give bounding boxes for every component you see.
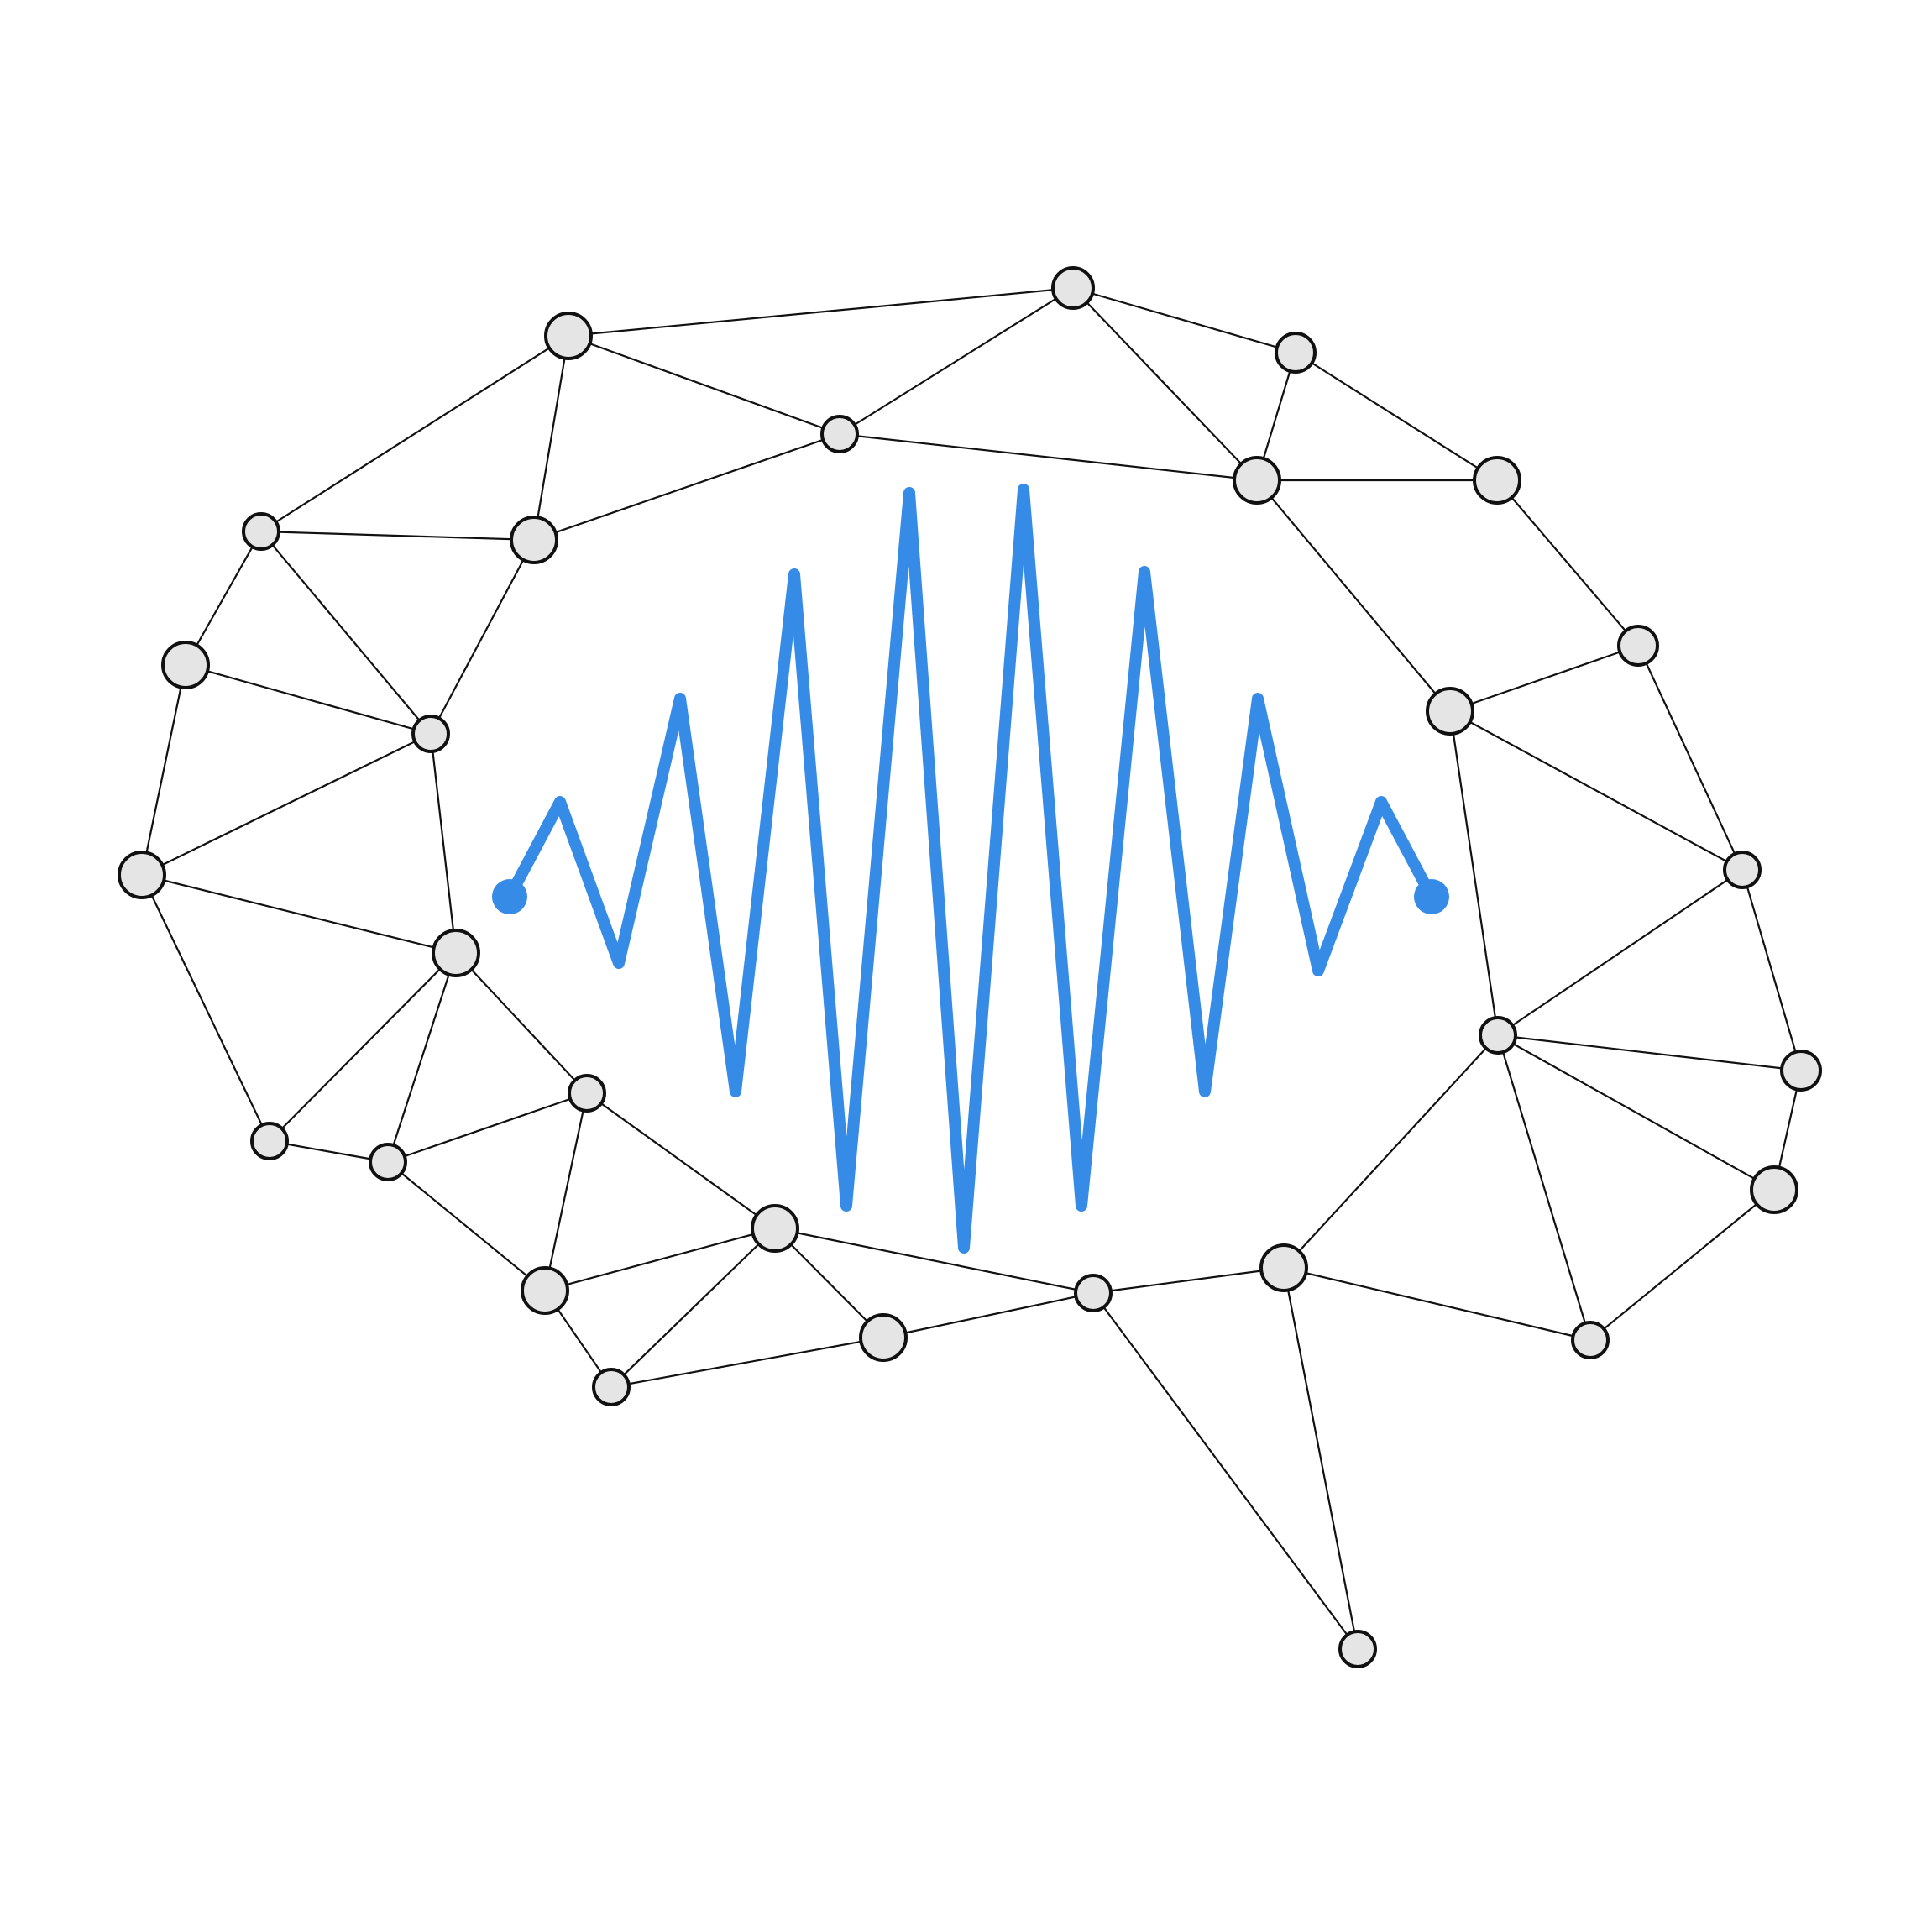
network-edge	[185, 663, 432, 736]
network-node	[859, 1313, 908, 1362]
network-node	[369, 1143, 407, 1181]
network-edge	[839, 432, 1258, 482]
network-edge	[1295, 352, 1498, 481]
pulse-waveform	[492, 484, 1449, 1254]
network-edge	[1283, 1266, 1591, 1342]
network-edge	[387, 1092, 588, 1164]
network-edge	[568, 334, 840, 436]
network-edge	[544, 1227, 776, 1292]
network-edge	[260, 531, 432, 735]
network-edge	[260, 530, 535, 542]
network-node	[592, 1368, 631, 1406]
network-node	[242, 512, 280, 551]
network-edge	[430, 539, 535, 735]
network-edge	[1496, 1034, 1592, 1341]
network-node	[1571, 1321, 1610, 1359]
network-edge	[1741, 869, 1803, 1071]
network-edge	[455, 952, 588, 1094]
network-edge	[1072, 287, 1258, 481]
network-node	[1259, 1243, 1308, 1292]
network-edge	[774, 1228, 884, 1338]
network-nodes	[118, 266, 1822, 1668]
network-node	[118, 851, 166, 899]
network-edge	[269, 1139, 389, 1164]
network-node	[510, 516, 558, 564]
network-node	[1780, 1050, 1822, 1092]
network-node	[411, 715, 450, 753]
network-node	[250, 1122, 289, 1160]
network-edge	[1283, 1034, 1499, 1269]
network-edge	[141, 874, 270, 1142]
network-edge	[543, 1092, 589, 1291]
network-node	[1723, 851, 1762, 889]
network-node	[1233, 456, 1281, 505]
network-edge	[1589, 1189, 1775, 1341]
network-edge	[882, 1291, 1094, 1339]
network-edge	[532, 335, 570, 541]
network-node	[161, 641, 210, 689]
network-edge	[387, 1161, 546, 1291]
network-edge	[1637, 645, 1743, 871]
network-edge	[269, 952, 457, 1142]
pulse-end-dot	[1414, 879, 1449, 914]
network-node	[432, 929, 480, 977]
network-edge	[1256, 479, 1451, 712]
network-edge	[260, 335, 569, 532]
network-edge	[1449, 644, 1639, 713]
network-edge	[774, 1227, 1094, 1295]
network-edge	[140, 664, 187, 876]
network-node	[1426, 687, 1474, 736]
network-edge	[610, 1228, 776, 1388]
network-node	[1051, 266, 1095, 310]
network-node	[1750, 1165, 1798, 1214]
pulse-start-dot	[492, 879, 527, 914]
network-node	[544, 312, 593, 360]
network-node	[1479, 1016, 1517, 1055]
network-edge	[141, 733, 432, 876]
network-edge	[568, 286, 1074, 338]
network-edge	[1449, 710, 1743, 871]
network-edge	[533, 432, 840, 542]
pulse-line	[504, 484, 1437, 1254]
network-node	[521, 1266, 569, 1315]
network-edge	[1282, 1267, 1359, 1650]
network-edges	[140, 286, 1803, 1650]
network-edge	[429, 733, 458, 954]
network-edge	[1092, 1266, 1285, 1295]
network-node	[1617, 625, 1659, 667]
network-edge	[185, 531, 262, 666]
network-node	[1074, 1274, 1113, 1312]
network-edge	[610, 1336, 884, 1389]
network-node	[751, 1204, 799, 1253]
network-node	[1473, 456, 1521, 505]
network-node	[1275, 332, 1317, 374]
network-edge	[386, 952, 458, 1163]
network-edge	[1497, 1034, 1775, 1191]
network-edge	[1497, 869, 1743, 1036]
network-edge	[1496, 479, 1639, 647]
network-edge	[141, 873, 457, 955]
network-node	[820, 415, 859, 453]
network-edge	[1497, 1034, 1802, 1072]
network-edge	[586, 1092, 776, 1229]
network-edge	[1072, 286, 1296, 354]
network-edge	[1448, 710, 1500, 1036]
network-node	[1338, 1630, 1377, 1668]
network-edge	[1092, 1292, 1359, 1650]
network-node	[568, 1074, 606, 1113]
network-edge	[839, 287, 1074, 435]
